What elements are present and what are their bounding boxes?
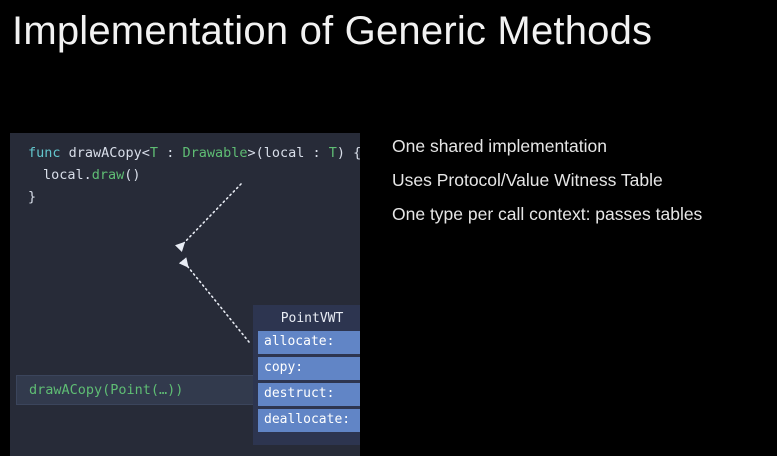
param-list-open: >(local : (247, 145, 329, 161)
bullet-item: One type per call context: passes tables (392, 204, 703, 224)
witness-table-row: allocate: (258, 331, 360, 354)
method-draw: draw (91, 167, 125, 183)
call-parens: () (124, 167, 141, 183)
generic-parameter-t: T (149, 145, 159, 161)
witness-table-pointvwt: PointVWT allocate: copy: destruct: deall… (253, 305, 360, 445)
code-line-body: local.draw() (43, 167, 141, 183)
witness-table-row: copy: (258, 357, 360, 380)
code-line-closing-brace: } (28, 189, 36, 205)
keyword-func: func (28, 145, 61, 161)
colon-separator: : (158, 145, 183, 161)
witness-table-row: destruct: (258, 383, 360, 406)
bullet-item: Uses Protocol/Value Witness Table (392, 170, 663, 190)
receiver-local: local. (43, 167, 92, 183)
function-name: drawACopy< (60, 145, 150, 161)
bullet-list: One shared implementation Uses Protocol/… (392, 136, 762, 240)
param-type-t: T (328, 145, 337, 161)
call-site-code: drawACopy(Point(…)) (29, 382, 184, 398)
witness-table-row: deallocate: (258, 409, 360, 432)
witness-table-title: PointVWT (280, 311, 344, 326)
signature-close: ) { (336, 145, 360, 161)
code-line-signature: func drawACopy<T : Drawable>(local : T) … (28, 145, 360, 161)
bullet-item: One shared implementation (392, 136, 607, 156)
code-panel: func drawACopy<T : Drawable>(local : T) … (10, 133, 360, 456)
page-title: Implementation of Generic Methods (12, 9, 653, 53)
constraint-drawable: Drawable (182, 145, 248, 161)
closing-brace: } (28, 189, 37, 205)
